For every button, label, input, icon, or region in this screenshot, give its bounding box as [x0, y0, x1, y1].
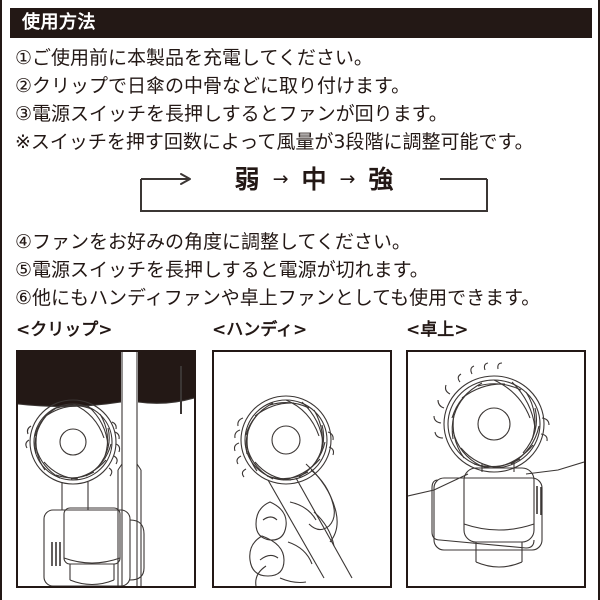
- photo-panel-desk: [406, 350, 586, 588]
- instruction-step: ②クリップで日傘の中骨などに取り付けます。: [15, 75, 411, 97]
- section-header-bar: 使用方法: [10, 8, 592, 38]
- desk-mode-illustration: [408, 362, 584, 568]
- instruction-note: ※スイッチを押す回数によって風量が3段階に調整可能です。: [15, 131, 534, 153]
- instruction-step: ①ご使用前に本製品を充電してください。: [15, 47, 373, 69]
- handy-mode-illustration: [233, 395, 353, 586]
- cycle-loop-path: [140, 173, 488, 212]
- fan-speed-cycle-diagram: 弱 → 中 → 強: [140, 166, 488, 212]
- panel-caption-desk: <卓上>: [406, 320, 469, 340]
- instruction-step: ⑥他にもハンディファンや卓上ファンとしても使用できます。: [15, 287, 541, 309]
- panel-caption-handy: <ハンディ>: [212, 320, 308, 340]
- instruction-list-first: ①ご使用前に本製品を充電してください。 ②クリップで日傘の中骨などに取り付けます…: [15, 44, 534, 156]
- clip-mode-illustration: [18, 352, 194, 586]
- instruction-step: ③電源スイッチを長押しするとファンが回ります。: [15, 103, 448, 125]
- page-title: 使用方法: [22, 12, 96, 33]
- photo-panel-handy: [212, 350, 392, 588]
- instruction-step: ⑤電源スイッチを長押しすると電源が切れます。: [15, 259, 429, 281]
- instruction-step: ④ファンをお好みの角度に調整してください。: [15, 231, 411, 253]
- instruction-list-second: ④ファンをお好みの角度に調整してください。 ⑤電源スイッチを長押しすると電源が切…: [15, 228, 540, 312]
- photo-panel-clip: [16, 350, 196, 588]
- panel-caption-clip: <クリップ>: [16, 320, 113, 340]
